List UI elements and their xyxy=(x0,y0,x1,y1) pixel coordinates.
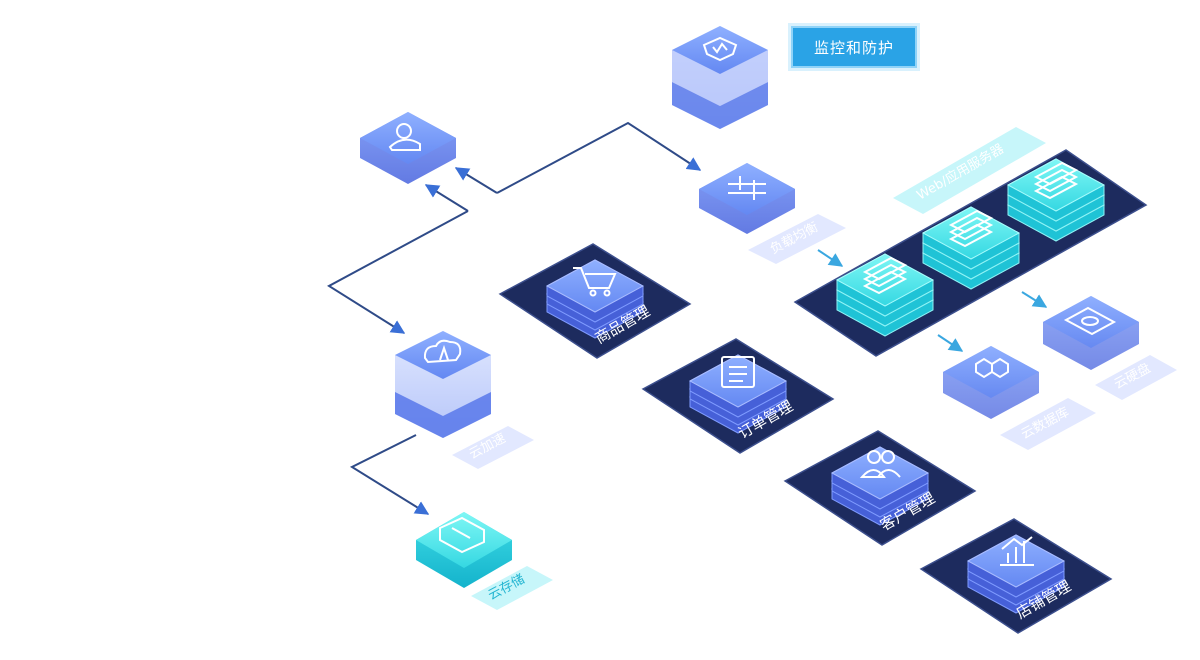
hard-disk-icon xyxy=(1063,306,1117,336)
cloud-accel-tag: 云加速 xyxy=(452,426,534,469)
arrow-loadbalance-to-user xyxy=(454,167,498,194)
cloud-disk-block xyxy=(1043,296,1139,370)
database-hex-icon xyxy=(975,357,1009,379)
server-rack-icon xyxy=(1033,161,1079,200)
cloud-rocket-icon xyxy=(423,339,462,364)
storage-box-icon xyxy=(439,516,485,554)
shield-icon xyxy=(702,36,738,62)
user-block xyxy=(360,112,456,184)
server-rack-icon xyxy=(862,256,908,295)
cart-icon xyxy=(573,267,617,297)
arrow-to-user-from-accel xyxy=(424,184,469,212)
arrow-to-cloud-storage xyxy=(349,434,430,515)
cloud-accel-block xyxy=(395,331,491,438)
shop-chart-icon xyxy=(1000,536,1034,566)
cloud-database-block xyxy=(943,346,1039,419)
arrow-to-cloud-database xyxy=(937,334,964,352)
module-3[interactable]: 客户管理 xyxy=(783,430,977,546)
monitor-block xyxy=(672,26,768,129)
connector-arrows xyxy=(327,121,702,515)
module-1[interactable]: 商品管理 xyxy=(498,243,692,359)
arrow-to-user xyxy=(496,121,702,194)
arrow-to-web-server xyxy=(817,249,844,267)
web-server-stack xyxy=(921,206,1021,290)
monitor-protection-badge: 监控和防护 xyxy=(791,26,917,68)
customers-icon xyxy=(859,450,901,478)
sliders-icon xyxy=(728,176,766,200)
order-list-icon xyxy=(721,356,755,388)
arrow-to-cloud-disk xyxy=(1021,291,1048,308)
web-server-stack xyxy=(835,253,935,337)
web-server-stack xyxy=(1006,158,1106,242)
module-4[interactable]: 店铺管理 xyxy=(919,518,1113,634)
load-balance-block xyxy=(699,163,795,234)
arrow-to-cloud-accel xyxy=(327,210,469,334)
server-rack-icon xyxy=(948,209,994,248)
cloud-disk-tag: 云硬盘 xyxy=(1095,355,1177,400)
cloud-storage-block xyxy=(416,512,512,588)
user-icon xyxy=(388,123,421,151)
module-2[interactable]: 订单管理 xyxy=(641,338,835,454)
